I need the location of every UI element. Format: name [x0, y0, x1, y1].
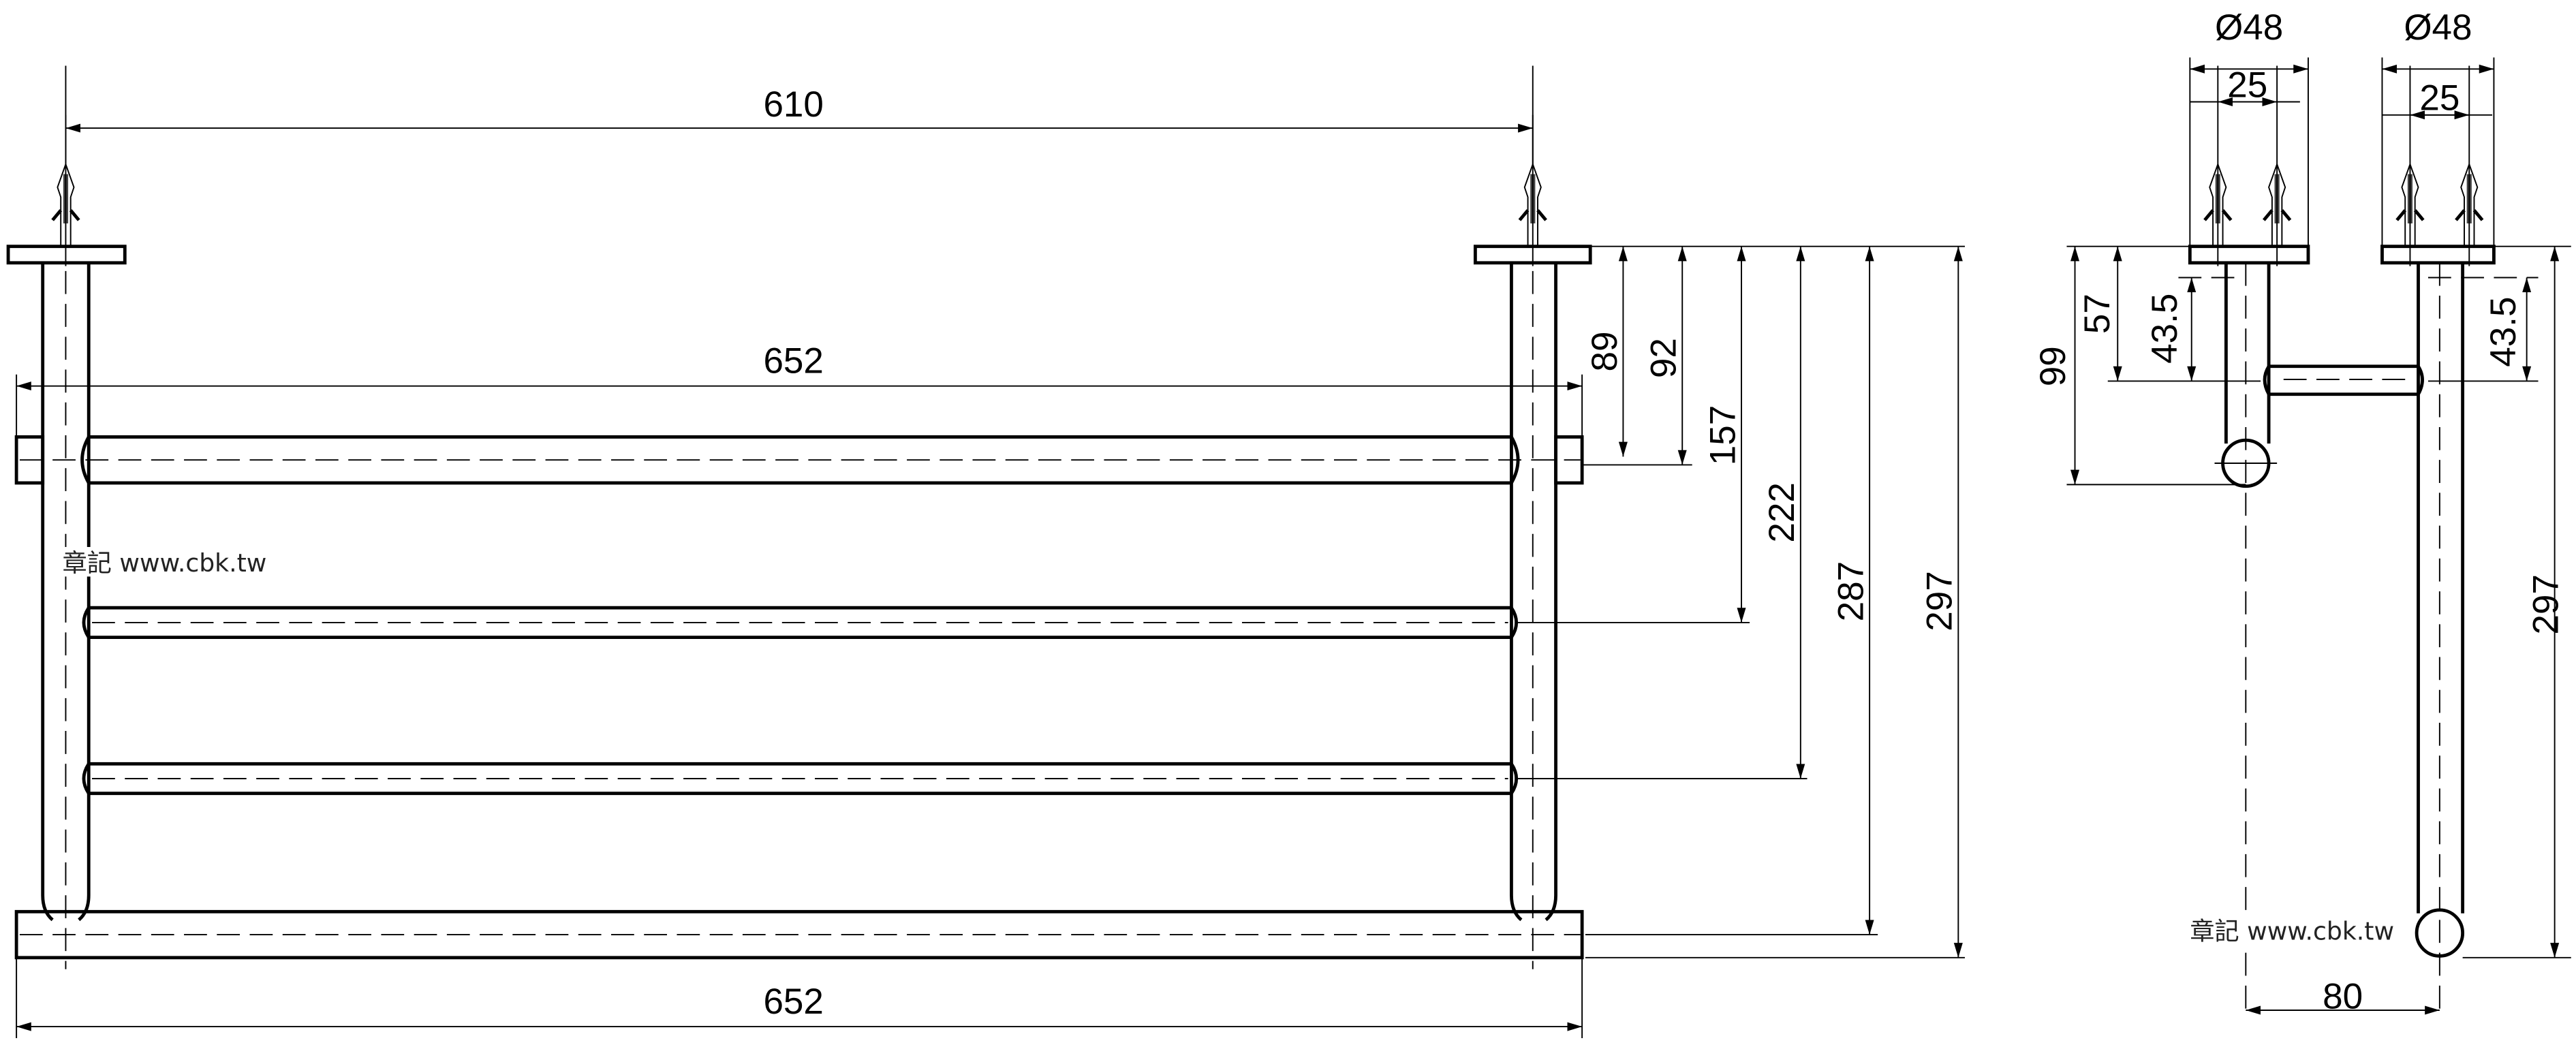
dim-297-side: 297: [2526, 574, 2566, 634]
towel-bar-2: [82, 606, 1519, 640]
front-view: 610 652 652 89 92 157 222 287 297 章記 www…: [6, 65, 1965, 1038]
dim-297: 297: [1920, 571, 1960, 631]
arm-right: [2415, 262, 2465, 1019]
dim-222: 222: [1762, 482, 1802, 542]
wall-anchor-icon: [2456, 65, 2483, 266]
dim-bottom-bar-length: 652: [763, 982, 823, 1022]
dim-bracket-spacing: 610: [763, 84, 823, 125]
dim-top-bar-length: 652: [763, 341, 823, 381]
dim-diameter-left: Ø48: [2215, 7, 2283, 48]
dim-157: 157: [1703, 405, 1743, 465]
wall-plate-left: [6, 245, 127, 265]
wall-anchor-icon: [52, 65, 79, 266]
watermark: 章記 www.cbk.tw: [2190, 916, 2394, 946]
towel-bar-3: [82, 762, 1519, 796]
wall-plate-left: [2188, 245, 2310, 265]
dim-57: 57: [2077, 294, 2117, 334]
dim-43-5-right: 43.5: [2483, 296, 2524, 366]
dim-screw-spacing-right: 25: [2419, 78, 2459, 119]
wall-anchor-icon: [1520, 65, 1547, 266]
crossbar: [2263, 364, 2424, 396]
watermark: 章記 www.cbk.tw: [63, 548, 267, 578]
towel-bar-bottom: [14, 909, 1584, 960]
wall-anchor-icon: [2264, 65, 2291, 266]
dim-diameter-right: Ø48: [2404, 7, 2472, 48]
dim-screw-spacing-left: 25: [2227, 65, 2267, 105]
post-left: [41, 262, 91, 969]
dim-89: 89: [1585, 332, 1625, 372]
side-view: Ø48 Ø48 25 25 99 57 43.5 43.5 297 80 章記 …: [2033, 7, 2571, 1019]
dim-92: 92: [1644, 338, 1684, 378]
towel-bar-1: [14, 435, 1584, 485]
wall-plate-right: [2380, 245, 2496, 265]
dim-99: 99: [2033, 346, 2073, 386]
arm-left: [2214, 262, 2278, 1019]
dim-43-5-left: 43.5: [2145, 294, 2185, 364]
dim-80: 80: [2323, 977, 2363, 1017]
dim-287: 287: [1831, 561, 1871, 621]
post-right: [1510, 262, 1557, 969]
